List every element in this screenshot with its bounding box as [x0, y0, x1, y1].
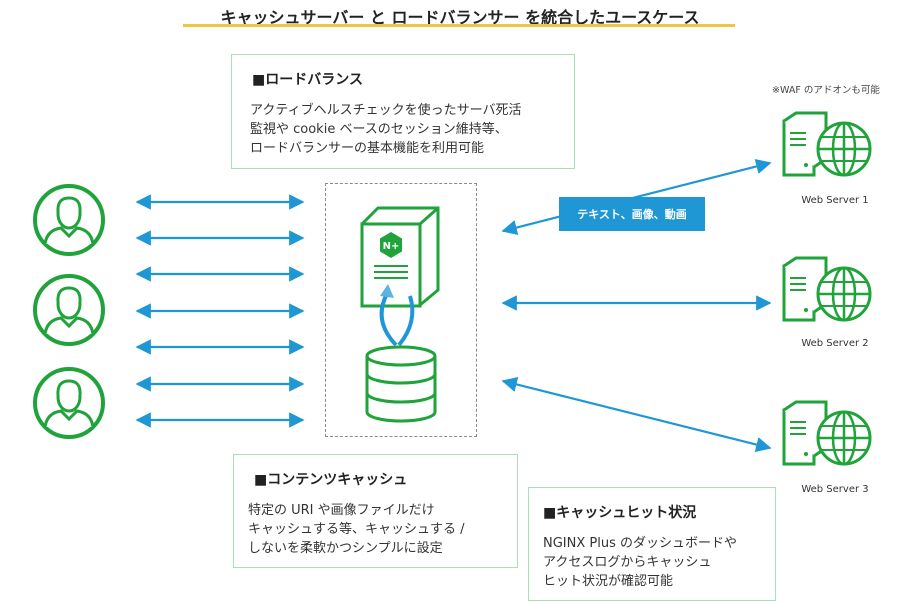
content-cache-box: ■コンテンツキャッシュ 特定の URI や画像ファイルだけ キャッシュする等、キ… — [233, 454, 518, 568]
cache-hit-heading: ■キャッシュヒット状況 — [543, 505, 697, 521]
nginx-plus-container — [325, 183, 477, 437]
user-icon — [33, 274, 105, 346]
content-cache-body: 特定の URI や画像ファイルだけ キャッシュする等、キャッシュする / しない… — [248, 503, 465, 556]
web-server-2-label: Web Server 2 — [801, 338, 869, 349]
content-type-label: テキスト、画像、動画 — [559, 197, 705, 231]
nginx-plus-badge: N+ — [383, 241, 400, 252]
cache-database-icon — [365, 345, 437, 423]
web-server-3-label: Web Server 3 — [801, 484, 869, 495]
load-balance-box: ■ロードバランス アクティブヘルスチェックを使ったサーバ死活 監視や cooki… — [231, 54, 575, 169]
cache-hit-box: ■キャッシュヒット状況 NGINX Plus のダッシュボードや アクセスログか… — [528, 487, 776, 601]
cache-hit-body: NGINX Plus のダッシュボードや アクセスログからキャッシュ ヒット状況… — [543, 536, 737, 589]
load-balance-body: アクティブヘルスチェックを使ったサーバ死活 監視や cookie ベースのセッシ… — [250, 103, 522, 156]
load-balance-heading: ■ロードバランス — [252, 72, 363, 88]
cache-loop-arrows — [379, 284, 415, 347]
content-cache-heading: ■コンテンツキャッシュ — [254, 472, 408, 488]
nginx-plus-server-icon — [360, 206, 440, 308]
web-server-globe-icon — [782, 111, 872, 177]
client-arrows — [135, 194, 305, 428]
user-icon — [33, 184, 105, 256]
web-server-1-label: Web Server 1 — [801, 195, 869, 206]
web-server-globe-icon — [782, 256, 872, 322]
web-server-globe-icon — [782, 400, 872, 466]
user-icon — [33, 367, 105, 439]
waf-note: ※WAF のアドオンも可能 — [772, 85, 880, 96]
title-underline — [183, 24, 735, 27]
page-title: キャッシュサーバー と ロードバランサー を統合したユースケース — [220, 8, 700, 27]
